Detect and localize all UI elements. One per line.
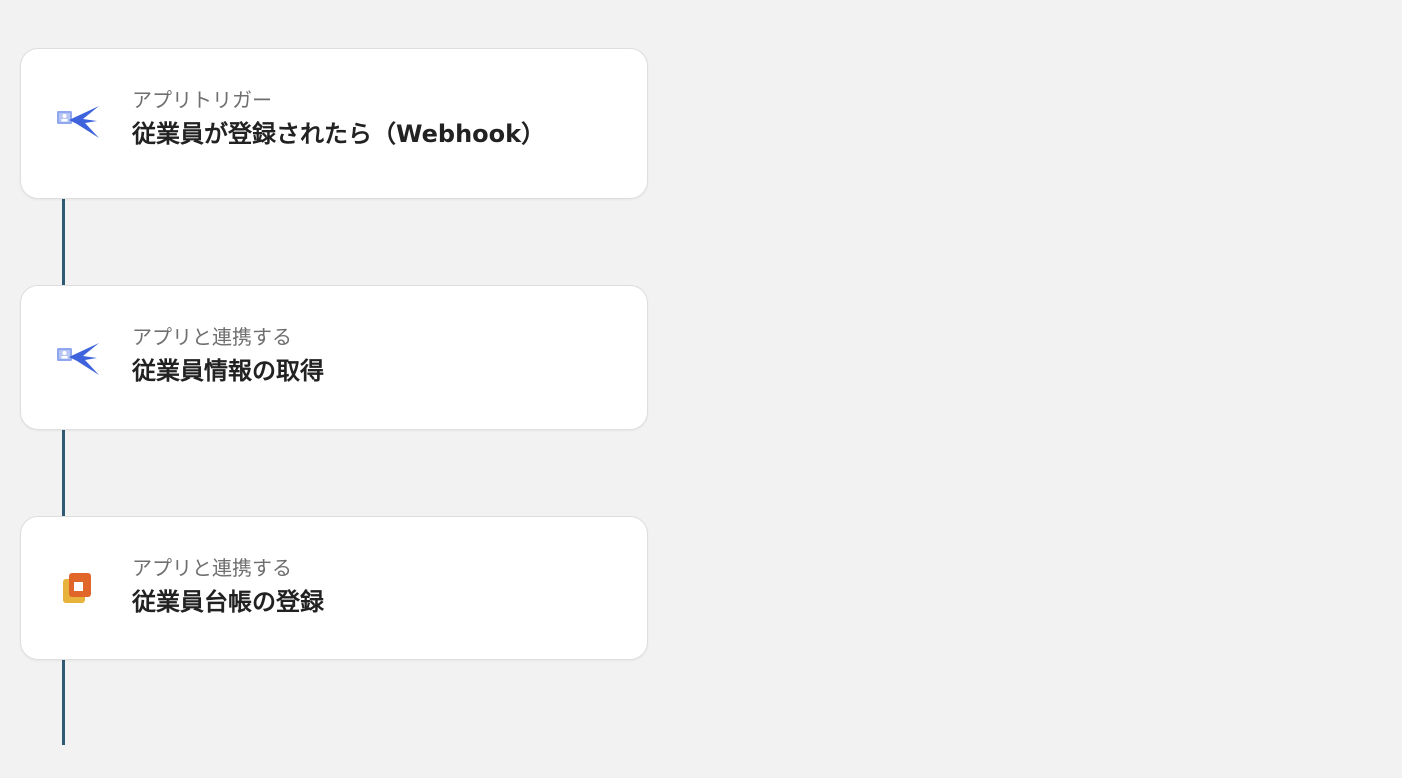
step-title: 従業員情報の取得 — [132, 357, 324, 385]
flow-step-card[interactable]: アプリトリガー 従業員が登録されたら（Webhook） — [20, 48, 648, 199]
bird-app-icon — [55, 102, 101, 142]
flow-connector-line — [62, 429, 65, 517]
overlapping-squares-icon — [55, 568, 101, 608]
flow-connector-line — [62, 659, 65, 745]
step-title: 従業員台帳の登録 — [132, 588, 324, 616]
flow-step-card[interactable]: アプリと連携する 従業員台帳の登録 — [20, 516, 648, 660]
bird-app-icon — [55, 339, 101, 379]
flow-connector-line — [62, 198, 65, 286]
step-type-label: アプリと連携する — [132, 325, 292, 349]
step-type-label: アプリと連携する — [132, 556, 292, 580]
step-title: 従業員が登録されたら（Webhook） — [132, 120, 546, 148]
flow-step-card[interactable]: アプリと連携する 従業員情報の取得 — [20, 285, 648, 430]
step-type-label: アプリトリガー — [132, 88, 272, 112]
